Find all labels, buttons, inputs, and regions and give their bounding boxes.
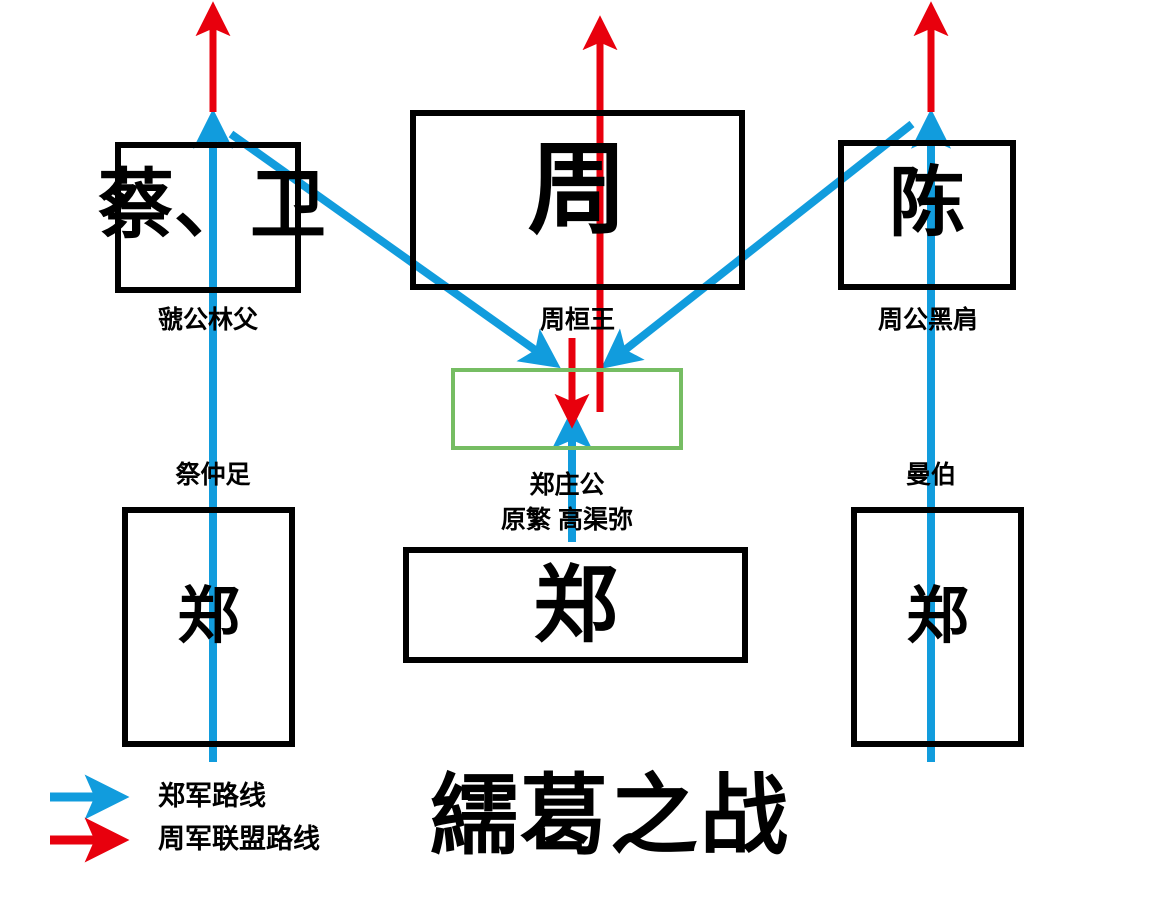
unit-box-bottom-left[interactable]	[122, 507, 295, 747]
unit-commander-top-right: 周公黑肩	[877, 306, 978, 334]
unit-box-top-right[interactable]	[838, 140, 1016, 290]
arrow-zheng-left-diagonal-to-center	[228, 130, 561, 369]
unit-name-top-center: 周	[527, 131, 628, 248]
unit-commander-bottom-left: 祭仲足	[175, 461, 251, 489]
unit-box-bottom-center[interactable]	[403, 547, 748, 663]
unit-box-center-zheng-main[interactable]	[451, 368, 683, 450]
unit-commander-top-center: 周桓王	[539, 306, 615, 334]
unit-box-top-left[interactable]	[115, 142, 301, 293]
unit-name-bottom-right: 郑	[906, 579, 969, 652]
unit-name-bottom-center: 郑	[533, 556, 618, 654]
legend-label-zhou: 周军联盟路线	[158, 824, 320, 854]
unit-commander-center-line2: 原繁 高渠弥	[501, 506, 633, 534]
unit-commander-top-left: 虢公林父	[157, 306, 258, 334]
unit-name-top-left: 蔡、卫	[98, 160, 326, 249]
arrow-zheng-right-diagonal-to-center	[600, 120, 915, 369]
unit-box-top-center[interactable]	[410, 110, 745, 290]
unit-name-bottom-left: 郑	[177, 579, 240, 652]
unit-commander-center-line1: 郑庄公	[529, 471, 605, 499]
unit-commander-bottom-right: 曼伯	[905, 461, 956, 489]
unit-box-bottom-right[interactable]	[851, 507, 1024, 747]
legend-label-zheng: 郑军路线	[158, 781, 266, 811]
page-title: 繻葛之战	[429, 764, 790, 867]
unit-name-top-right: 陈	[889, 158, 965, 247]
